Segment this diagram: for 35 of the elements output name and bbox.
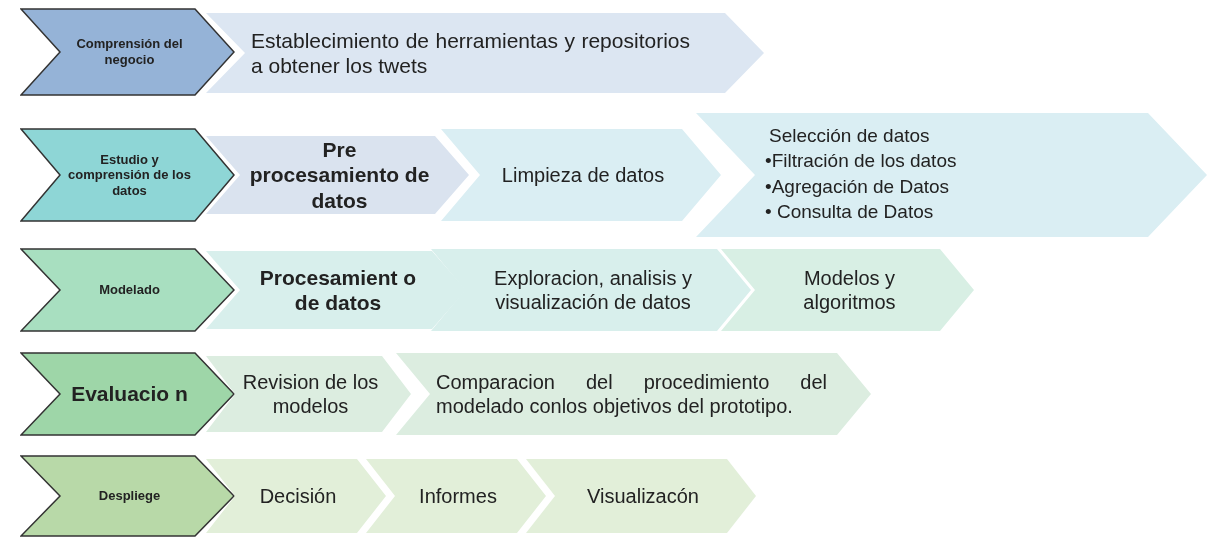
- step-label: Informes: [418, 484, 498, 508]
- bullet-item: • Consulta de Datos: [765, 200, 935, 225]
- step-label: Evaluacio n: [70, 381, 189, 407]
- step-label: Visualizacón: [586, 484, 700, 508]
- process-step: [205, 135, 470, 215]
- step-label: Comprensión del negocio: [75, 36, 184, 68]
- phase-step: [20, 455, 235, 537]
- step-label: Despliege: [97, 488, 162, 504]
- step-heading: Selección de datos: [768, 125, 931, 148]
- step-label: Procesamient o de datos: [258, 264, 418, 316]
- step-label: Modelado: [98, 282, 161, 298]
- process-step: [440, 128, 722, 222]
- phase-step: [20, 8, 235, 96]
- phase-step: [20, 248, 235, 332]
- process-step: [205, 250, 467, 330]
- step-label: Decisión: [258, 484, 338, 508]
- process-step: [720, 248, 975, 332]
- step-label: Exploracion, analisis y visualización de datos: [493, 266, 693, 314]
- bullet-item: •Agregación de Datos: [765, 174, 951, 199]
- step-label: Modelos y algoritmos: [802, 266, 897, 314]
- process-step: [205, 12, 765, 94]
- phase-step: [20, 128, 235, 222]
- process-step: [525, 458, 757, 534]
- step-label: Estudio y comprensión de los datos: [67, 151, 192, 199]
- step-label: Establecimiento de herramientas y repositorios a obtener los twets: [251, 27, 690, 79]
- process-step: [365, 458, 547, 534]
- step-label: Comparacion del procedimiento del modelado conlos objetivos del prototipo.: [436, 370, 827, 418]
- step-label: Pre procesamiento de datos: [248, 137, 431, 213]
- bullet-item: •Filtración de los datos: [765, 148, 958, 173]
- process-step: [205, 458, 387, 534]
- process-step: [430, 248, 752, 332]
- phase-step: [20, 352, 235, 436]
- step-label: Revision de los modelos: [241, 370, 380, 418]
- step-label: Limpieza de datos: [500, 163, 666, 187]
- process-step: [205, 355, 412, 433]
